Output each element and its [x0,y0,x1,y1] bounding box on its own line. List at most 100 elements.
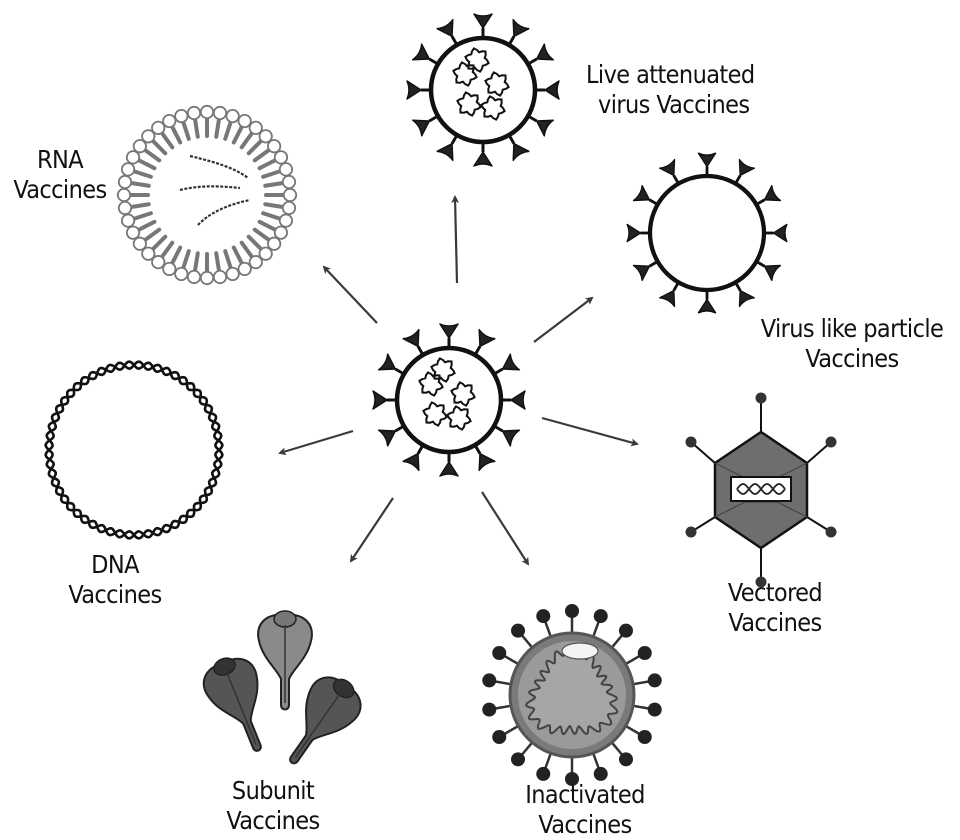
lipid-head [225,108,240,124]
arrow-to-vectored [541,416,639,447]
spike-stalk [493,367,504,376]
lipid-tail [252,148,271,163]
label-line: DNA [91,550,139,579]
lipid-head [273,225,289,240]
spike-stalk [493,424,504,433]
protein-seam [294,692,341,758]
spike-head [512,142,530,162]
lipid-head [141,246,156,261]
live-attenuated-virus-icon [406,13,560,167]
lipid-tail [170,125,183,145]
genome-lobe [422,401,448,427]
spike [764,223,788,243]
lipid-tail [181,120,191,141]
lipid-tail [170,245,183,265]
spike-knob [593,609,608,624]
spike-head [535,119,555,137]
arrows-group [278,195,639,566]
spike-stalk [527,114,538,123]
lipid-head [120,213,136,228]
genome-lobe [464,47,490,73]
lipid-head [281,174,297,190]
fiber-knob [755,392,767,404]
label-line: Subunit [231,776,315,805]
center-virus-icon [372,323,526,477]
lipid-tail [151,234,168,251]
genome-lobe [446,405,472,431]
spike [493,353,521,376]
arrow-to-inactivated [481,491,530,566]
arrow-to-rna [322,265,378,324]
lipid-tail [257,219,277,232]
spike [406,80,431,100]
protein-subunit-icon [202,610,362,765]
lipid-tail [143,148,162,163]
lipid-head [162,113,177,129]
spike-head [377,353,397,371]
spike-head [402,328,420,348]
label-line: Vaccines [728,608,822,637]
spike-stalk [507,35,516,46]
protein-subunit [257,610,313,711]
spike-head [512,18,530,38]
spike-knob [511,752,526,767]
fiber-knob [685,436,697,448]
spike [755,184,782,206]
label-virus-like-particle: Virus like particle Vaccines [742,314,960,374]
spike-knob [618,752,633,767]
spike [473,444,496,472]
lipid-head [237,261,252,277]
rna-strand [179,185,241,192]
virus-like-particle-icon [626,152,788,314]
lipid-head [199,104,215,120]
spike-stalk [507,134,516,145]
arrow-to-live-attenuated [451,195,460,284]
spike-head [478,328,496,348]
spike-head [738,158,756,177]
protein-body [202,657,262,752]
spike [501,390,526,410]
label-line: Vectored [727,578,823,607]
spike-head [632,184,651,202]
spike [507,18,530,46]
spike [632,260,659,282]
label-line: Vaccines [805,344,899,373]
lipid-tail [214,117,221,139]
spike-stalk [648,260,659,268]
label-line: virus Vaccines [598,90,750,119]
lipid-tail [137,219,157,232]
lipid-head [237,113,252,129]
genome-lobe [480,95,506,121]
lipid-head [267,139,282,154]
spike-head [658,158,676,177]
spike-head [439,323,459,339]
lipid-head [117,200,133,216]
genome-lobe [430,357,456,383]
spike-head [473,151,493,167]
genome-lobe [452,61,478,87]
spike [377,424,405,447]
lipid-tail [231,245,244,265]
spike [372,390,397,410]
spike-head [402,452,420,472]
lipid-tail [137,158,157,171]
lipid-tail [214,251,221,273]
genome-lobe [418,371,444,397]
viral-vector-icon [685,392,837,588]
envelope-texture [431,38,535,142]
spike-stalk [473,444,482,455]
lipid-tail [252,227,271,242]
spike-head [632,264,651,282]
lipid-head [141,129,156,144]
spike-knob [482,673,497,688]
lipid-tail [257,158,277,171]
protein-subunit [202,657,262,752]
label-vectored: Vectored Vaccines [710,578,840,638]
spike [632,184,659,206]
label-rna: RNA Vaccines [0,145,120,205]
spike-head [544,80,560,100]
lipid-head [273,150,289,165]
spike-stalk [734,174,742,185]
spike-head [697,298,717,314]
lipid-tail [129,181,151,188]
